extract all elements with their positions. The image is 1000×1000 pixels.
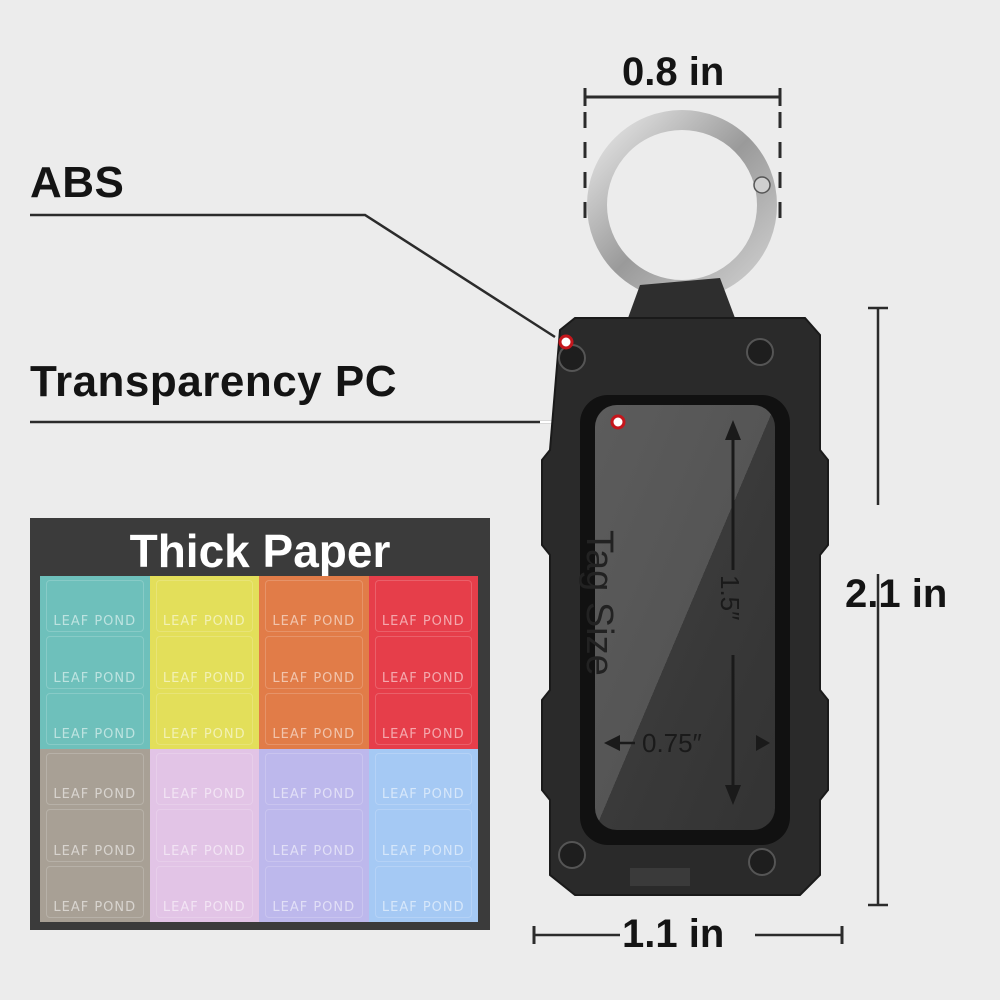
paper-tag: LEAF POND — [155, 636, 253, 689]
paper-sheet: LEAF POND LEAF POND LEAF POND — [368, 749, 478, 922]
brand-watermark: LEAF POND — [381, 614, 465, 630]
paper-sheet: LEAF POND LEAF POND LEAF POND — [149, 576, 259, 749]
paper-tag: LEAF POND — [374, 636, 472, 689]
brand-watermark: LEAF POND — [272, 787, 356, 803]
paper-tag: LEAF POND — [46, 692, 144, 745]
tag-size-text: Tag Size — [578, 530, 620, 676]
paper-tag: LEAF POND — [155, 580, 253, 633]
brand-watermark: LEAF POND — [53, 670, 137, 686]
tag-length-text: 1.5″ — [715, 575, 745, 621]
paper-tag: LEAF POND — [265, 636, 363, 689]
paper-tag: LEAF POND — [265, 580, 363, 633]
paper-tag: LEAF POND — [155, 692, 253, 745]
paper-sheet: LEAF POND LEAF POND LEAF POND — [40, 576, 150, 749]
thick-paper-title: Thick Paper — [129, 525, 391, 577]
brand-watermark: LEAF POND — [272, 726, 356, 742]
paper-tag: LEAF POND — [46, 753, 144, 806]
paper-tag: LEAF POND — [46, 580, 144, 633]
brand-watermark: LEAF POND — [272, 614, 356, 630]
brand-watermark: LEAF POND — [381, 899, 465, 915]
paper-tag: LEAF POND — [265, 809, 363, 862]
brand-watermark: LEAF POND — [162, 787, 246, 803]
brand-watermark: LEAF POND — [381, 726, 465, 742]
paper-tag: LEAF POND — [374, 753, 472, 806]
paper-tag: LEAF POND — [46, 636, 144, 689]
paper-tag: LEAF POND — [155, 753, 253, 806]
paper-tag: LEAF POND — [46, 865, 144, 918]
paper-sheet: LEAF POND LEAF POND LEAF POND — [368, 576, 478, 749]
paper-tag: LEAF POND — [155, 809, 253, 862]
paper-tag: LEAF POND — [155, 865, 253, 918]
brand-watermark: LEAF POND — [53, 899, 137, 915]
brand-watermark: LEAF POND — [162, 614, 246, 630]
brand-watermark: LEAF POND — [162, 670, 246, 686]
brand-watermark: LEAF POND — [53, 726, 137, 742]
paper-tag: LEAF POND — [265, 865, 363, 918]
paper-sheet: LEAF POND LEAF POND LEAF POND — [259, 749, 369, 922]
carabiner-ring-icon — [587, 110, 777, 300]
paper-tag: LEAF POND — [265, 692, 363, 745]
pc-material-label: Transparency PC — [30, 357, 397, 406]
brand-watermark: LEAF POND — [162, 843, 246, 859]
tag-width-text: 0.75″ — [642, 728, 702, 758]
paper-tag: LEAF POND — [265, 753, 363, 806]
ring-width-dimension: 0.8 in — [622, 50, 725, 94]
brand-watermark: LEAF POND — [381, 670, 465, 686]
paper-tag: LEAF POND — [374, 580, 472, 633]
paper-sheet: LEAF POND LEAF POND LEAF POND — [149, 749, 259, 922]
paper-tag: LEAF POND — [374, 692, 472, 745]
paper-tag: LEAF POND — [374, 809, 472, 862]
brand-watermark: LEAF POND — [53, 787, 137, 803]
brand-watermark: LEAF POND — [272, 670, 356, 686]
abs-material-label: ABS — [30, 158, 125, 207]
brand-watermark: LEAF POND — [381, 787, 465, 803]
brand-watermark: LEAF POND — [53, 614, 137, 630]
pc-marker-icon — [610, 414, 626, 430]
brand-watermark: LEAF POND — [272, 843, 356, 859]
paper-sheet: LEAF POND LEAF POND LEAF POND — [259, 576, 369, 749]
paper-sheet: LEAF POND LEAF POND LEAF POND — [40, 749, 150, 922]
width-dimension: 1.1 in — [622, 912, 725, 956]
abs-marker-icon — [558, 334, 574, 350]
brand-watermark: LEAF POND — [162, 899, 246, 915]
brand-watermark: LEAF POND — [381, 843, 465, 859]
brand-watermark: LEAF POND — [272, 899, 356, 915]
brand-watermark: LEAF POND — [162, 726, 246, 742]
height-dimension: 2.1 in — [845, 572, 948, 616]
paper-tag: LEAF POND — [374, 865, 472, 918]
brand-watermark: LEAF POND — [53, 843, 137, 859]
paper-tag: LEAF POND — [46, 809, 144, 862]
transparent-window — [595, 405, 775, 830]
